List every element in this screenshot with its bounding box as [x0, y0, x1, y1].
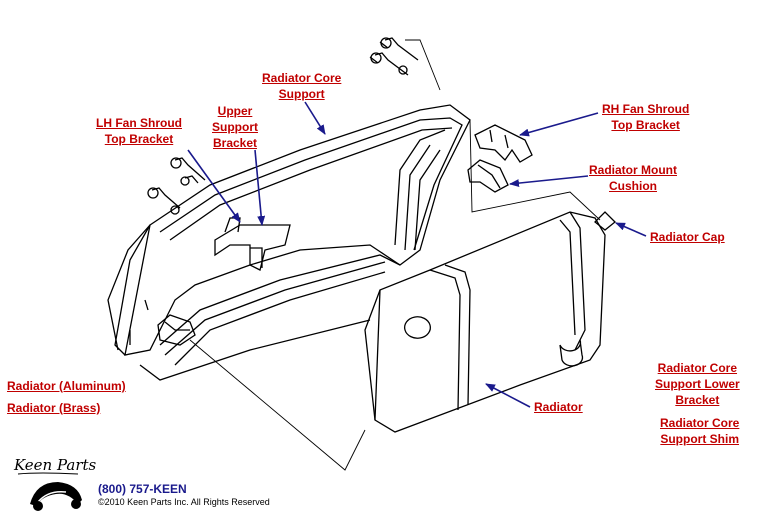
lower-cushion-part [157, 314, 196, 346]
rh-bracket-part [474, 124, 533, 163]
upper-support-bracket-part [214, 217, 291, 271]
arrow-mount-cushion [509, 175, 589, 188]
label-line: Top Bracket [611, 118, 680, 132]
mount-cushion-part [467, 159, 509, 193]
label-line: Radiator Mount [589, 163, 677, 177]
label-line: Radiator Cap [650, 230, 725, 244]
label-radiator-aluminum[interactable]: Radiator (Aluminum) [7, 378, 126, 394]
label-line: Radiator (Aluminum) [7, 379, 126, 393]
bolts [147, 37, 419, 215]
label-upper-support-bracket[interactable]: Upper Support Bracket [212, 103, 258, 151]
arrow-radiator-cap [615, 222, 647, 237]
label-core-support-lower-bracket[interactable]: Radiator Core Support Lower Bracket [655, 360, 740, 408]
label-line: Bracket [675, 393, 720, 407]
label-line: Radiator Core [262, 71, 342, 85]
label-line: LH Fan Shroud [96, 116, 182, 130]
core-support-frame [107, 104, 471, 381]
arrow-radiator [485, 383, 531, 408]
label-line: Support [212, 120, 258, 134]
label-line: Radiator (Brass) [7, 401, 101, 415]
label-rh-fan-shroud-top-bracket[interactable]: RH Fan Shroud Top Bracket [602, 101, 689, 133]
label-line: Cushion [609, 179, 657, 193]
label-line: Upper [217, 104, 253, 118]
callout-arrows [187, 101, 647, 408]
phone-number[interactable]: (800) 757-KEEN [98, 482, 187, 496]
label-line: Support [278, 87, 325, 101]
label-core-support-shim[interactable]: Radiator Core Support Shim [660, 415, 739, 447]
label-radiator-core-support[interactable]: Radiator Core Support [262, 70, 341, 102]
label-line: Support Shim [660, 432, 740, 446]
arrow-core-support [304, 101, 326, 135]
label-line: Top Bracket [104, 132, 174, 146]
label-line: Support Lower [655, 377, 740, 391]
label-line: RH Fan Shroud [602, 102, 690, 116]
keen-parts-logo: Keen Parts [13, 456, 97, 511]
arrow-rh-fan-shroud [519, 112, 599, 137]
label-radiator[interactable]: Radiator [534, 399, 583, 415]
copyright-text: ©2010 Keen Parts Inc. All Rights Reserve… [98, 497, 270, 507]
label-line: Radiator Core [657, 361, 738, 375]
arrow-lh-fan-shroud [187, 149, 241, 223]
label-line: Radiator Core [660, 416, 740, 430]
guide-lines [189, 39, 601, 471]
radiator-part [364, 211, 616, 433]
label-line: Bracket [212, 136, 258, 150]
label-lh-fan-shroud-top-bracket[interactable]: LH Fan Shroud Top Bracket [96, 115, 182, 147]
label-radiator-brass[interactable]: Radiator (Brass) [7, 400, 100, 416]
arrow-upper-bracket [254, 149, 266, 226]
label-radiator-cap[interactable]: Radiator Cap [650, 229, 725, 245]
svg-text:Keen Parts: Keen Parts [13, 456, 97, 474]
label-radiator-mount-cushion[interactable]: Radiator Mount Cushion [589, 162, 677, 194]
label-line: Radiator [534, 400, 583, 414]
